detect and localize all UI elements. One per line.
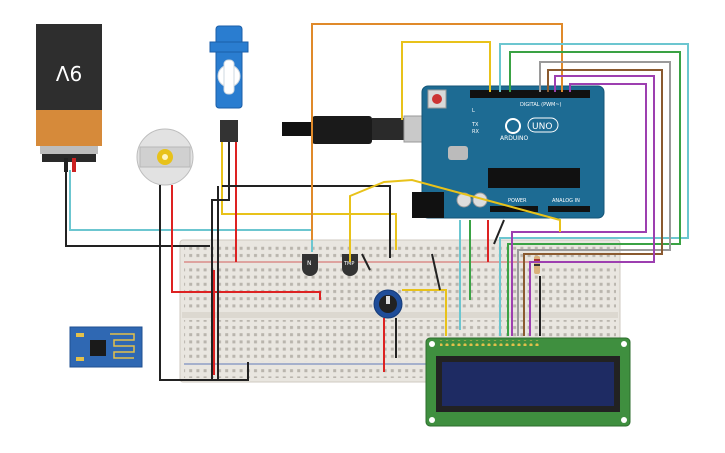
arduino-rx: RX xyxy=(472,129,479,135)
temp-sensor[interactable]: TMP xyxy=(342,254,358,276)
battery-9v[interactable]: 9V xyxy=(36,24,102,172)
wires xyxy=(65,23,689,381)
arduino-brand: ARDUINO xyxy=(500,135,529,142)
resistor[interactable] xyxy=(534,256,540,274)
wifi-module[interactable] xyxy=(69,326,143,368)
potentiometer[interactable] xyxy=(373,289,403,319)
arduino-power-label: POWER xyxy=(508,198,527,204)
transistor-n[interactable]: N xyxy=(302,254,318,276)
arduino-l: L xyxy=(472,108,475,114)
arduino-model: UNO xyxy=(532,122,552,132)
usb-cable xyxy=(282,115,445,144)
lcd-16x2[interactable] xyxy=(425,337,631,427)
arduino-digital-label: DIGITAL (PWM~) xyxy=(520,102,562,108)
arduino-tx: TX xyxy=(471,122,479,128)
battery-label: 9V xyxy=(55,61,82,85)
servo-motor[interactable] xyxy=(209,25,249,142)
arduino-uno[interactable]: DIGITAL (PWM~) TX RX L ARDUINO UNO POWER… xyxy=(412,85,605,219)
temp-sensor-label: TMP xyxy=(343,261,354,267)
dc-motor[interactable] xyxy=(136,128,194,186)
transistor-n-label: N xyxy=(307,260,312,267)
arduino-analog-label: ANALOG IN xyxy=(552,198,580,204)
